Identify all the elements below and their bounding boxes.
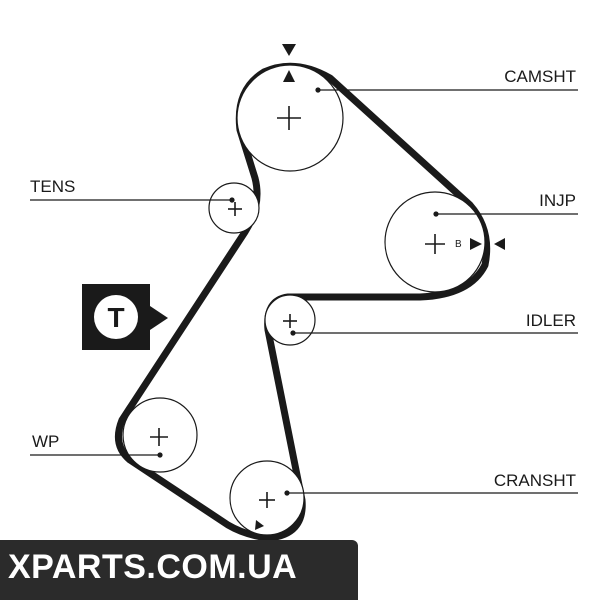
tension-badge-letter: T: [107, 302, 124, 333]
crankshaft-label: CRANSHT: [494, 471, 576, 490]
water-pump-pulley: [122, 397, 198, 473]
pulley-centres: [150, 106, 445, 508]
leader-lines: [30, 87, 578, 496]
mark-b-label: B: [455, 239, 462, 250]
camshaft-top-mark-icon: [282, 44, 296, 56]
tensioner-pulley: [208, 182, 260, 234]
crankshaft-mark-icon: [255, 520, 264, 530]
injp-mark-left-icon: [470, 238, 482, 250]
tensioner-label: TENS: [30, 177, 75, 196]
injection-pump-label: INJP: [539, 191, 576, 210]
tension-badge: T: [82, 284, 168, 350]
watermark-text: XPARTS.COM.UA: [8, 548, 298, 586]
camshaft-belt-mark-icon: [283, 70, 295, 82]
watermark-banner: [0, 540, 358, 600]
idler-label: IDLER: [526, 311, 576, 330]
water-pump-label: WP: [32, 432, 59, 451]
injp-mark-right-icon: [494, 238, 505, 250]
camshaft-label: CAMSHT: [504, 67, 576, 86]
